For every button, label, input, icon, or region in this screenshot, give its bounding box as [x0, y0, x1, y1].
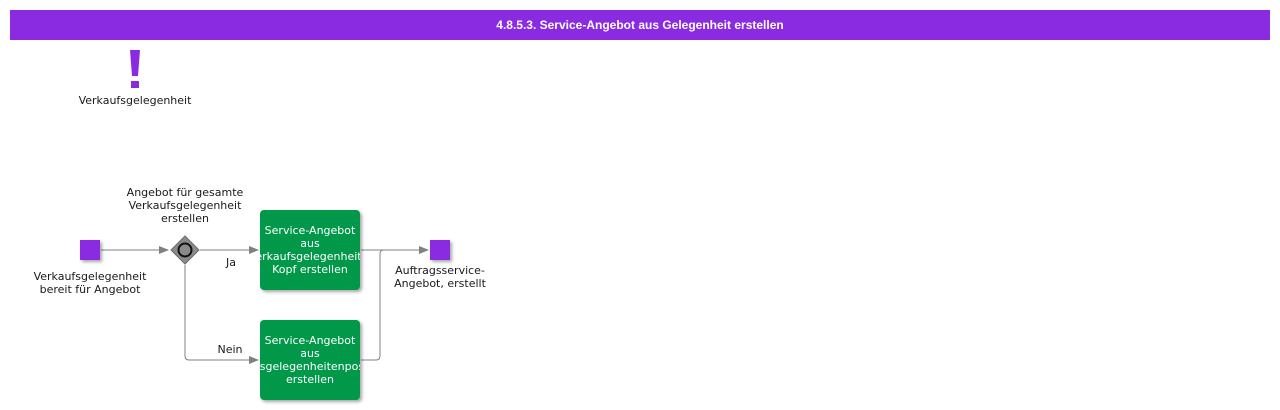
gateway-label: Angebot für gesamte Verkaufsgelegenheit … — [126, 186, 244, 225]
gateway-diamond-icon[interactable] — [170, 235, 200, 265]
task-create-from-header[interactable]: Service-Angebot aus Verkaufsgelegenheits… — [260, 210, 360, 290]
start-event-label: Verkaufsgelegenheit bereit für Angebot — [33, 270, 147, 296]
diagram-title: 4.8.5.3. Service-Angebot aus Gelegenheit… — [10, 10, 1270, 40]
task-create-from-items[interactable]: Service-Angebot aus Verkaufsgelegenheite… — [260, 320, 360, 400]
branch-yes-label: Ja — [226, 256, 236, 269]
exclamation-icon — [130, 50, 140, 88]
end-event-label: Auftragsservice- Angebot, erstellt — [394, 264, 486, 290]
start-event[interactable] — [80, 240, 100, 260]
task-label: Service-Angebot aus Verkaufsgelegenheite… — [260, 334, 360, 386]
end-event[interactable] — [430, 240, 450, 260]
branch-no-label: Nein — [217, 343, 243, 356]
info-object-label: Verkaufsgelegenheit — [78, 94, 192, 107]
task-label: Service-Angebot aus Verkaufsgelegenheits… — [260, 224, 360, 276]
